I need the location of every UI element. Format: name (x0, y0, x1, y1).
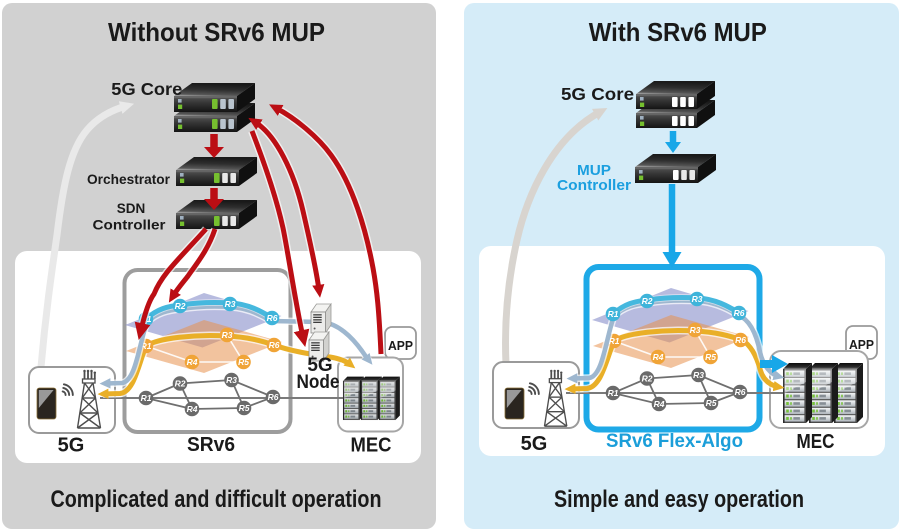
svg-text:R6: R6 (267, 313, 278, 323)
svg-text:5G: 5G (307, 355, 332, 376)
svg-text:R6: R6 (269, 340, 280, 350)
svg-text:5G: 5G (58, 435, 85, 457)
svg-text:R5: R5 (705, 352, 716, 362)
svg-text:R1: R1 (608, 388, 619, 398)
svg-text:R6: R6 (735, 387, 746, 397)
svg-text:R2: R2 (642, 374, 653, 384)
svg-text:R4: R4 (187, 357, 198, 367)
svg-text:R4: R4 (187, 404, 198, 414)
svg-text:R4: R4 (653, 352, 664, 362)
svg-text:Controller: Controller (557, 177, 631, 194)
svg-text:5G: 5G (521, 433, 548, 455)
svg-text:Simple and easy operation: Simple and easy operation (554, 486, 804, 513)
svg-text:R3: R3 (226, 375, 237, 385)
svg-text:R3: R3 (692, 294, 703, 304)
svg-text:R6: R6 (735, 335, 746, 345)
svg-text:With SRv6 MUP: With SRv6 MUP (589, 17, 767, 47)
svg-text:APP: APP (849, 337, 874, 352)
svg-text:R2: R2 (175, 301, 186, 311)
svg-text:R5: R5 (239, 403, 250, 413)
svg-text:Without SRv6 MUP: Without SRv6 MUP (108, 17, 325, 47)
svg-text:APP: APP (388, 338, 413, 353)
svg-text:R3: R3 (693, 370, 704, 380)
svg-text:R1: R1 (609, 336, 620, 346)
svg-text:SDN: SDN (117, 201, 146, 216)
svg-text:Complicated and difficult oper: Complicated and difficult operation (51, 486, 382, 513)
svg-text:MEC: MEC (351, 435, 392, 457)
svg-text:R3: R3 (690, 325, 701, 335)
svg-text:R1: R1 (141, 393, 152, 403)
svg-text:Node: Node (297, 372, 340, 393)
svg-text:R2: R2 (642, 296, 653, 306)
svg-text:R1: R1 (608, 309, 619, 319)
svg-text:5G Core: 5G Core (111, 79, 182, 99)
svg-text:R6: R6 (268, 392, 279, 402)
svg-text:R3: R3 (225, 299, 236, 309)
svg-text:R4: R4 (654, 399, 665, 409)
svg-text:R2: R2 (175, 379, 186, 389)
svg-text:MUP: MUP (577, 162, 611, 179)
svg-text:SRv6 Flex-Algo: SRv6 Flex-Algo (606, 431, 743, 452)
svg-text:MEC: MEC (797, 431, 835, 453)
svg-text:R1: R1 (141, 341, 152, 351)
svg-text:5G Core: 5G Core (561, 84, 634, 104)
svg-text:Controller: Controller (93, 218, 167, 233)
svg-text:SRv6: SRv6 (187, 434, 235, 456)
svg-text:R5: R5 (706, 398, 717, 408)
svg-text:R3: R3 (222, 330, 233, 340)
svg-text:R6: R6 (734, 308, 745, 318)
svg-text:Orchestrator: Orchestrator (87, 172, 171, 187)
svg-text:R5: R5 (238, 357, 249, 367)
